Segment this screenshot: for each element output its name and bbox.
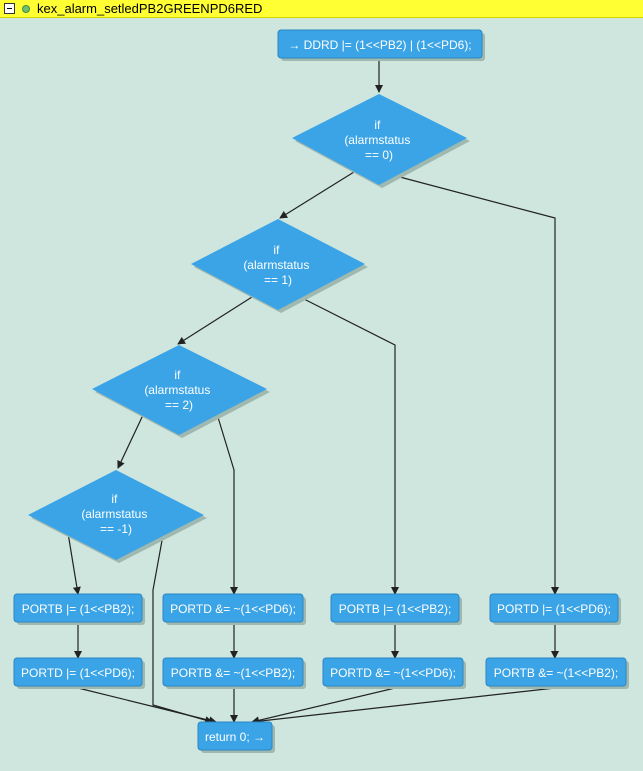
edge-d2-ret <box>251 687 556 726</box>
action-node-c2-label: PORTD &= ~(1<<PD6); <box>330 666 456 680</box>
start-node-label: → DDRD |= (1<<PB2) | (1<<PD6); <box>288 38 471 52</box>
edges <box>67 60 559 726</box>
action-node-b2-label: PORTB &= ~(1<<PB2); <box>171 666 296 680</box>
action-node-d1[interactable]: PORTD |= (1<<PD6); <box>489 593 621 625</box>
decision-node-0[interactable]: if (alarmstatus == 0) <box>292 94 470 188</box>
action-node-b1[interactable]: PORTD &= ~(1<<PD6); <box>162 593 306 625</box>
action-node-d2-label: PORTB &= ~(1<<PB2); <box>494 666 619 680</box>
action-node-c2[interactable]: PORTD &= ~(1<<PD6); <box>322 657 466 689</box>
diagram-title: kex_alarm_setledPB2GREENPD6RED <box>37 0 263 16</box>
action-node-c1-label: PORTB |= (1<<PB2); <box>339 602 452 616</box>
action-node-a2[interactable]: PORTD |= (1<<PD6); <box>13 657 145 689</box>
action-node-a1-label: PORTB |= (1<<PB2); <box>22 602 135 616</box>
edge-cond1-cond2 <box>177 296 253 345</box>
edge-condm1-ret <box>152 534 213 724</box>
decision-node-2[interactable]: if (alarmstatus == 2) <box>92 345 270 438</box>
status-dot-icon <box>22 4 30 13</box>
edge-a2-ret <box>77 687 217 725</box>
title-bar: kex_alarm_setledPB2GREENPD6RED <box>0 0 643 18</box>
decision-node-2-label: if (alarmstatus == 2) <box>144 368 213 412</box>
start-node[interactable]: → DDRD |= (1<<PB2) | (1<<PD6); <box>277 29 485 61</box>
decision-node-minus1[interactable]: if (alarmstatus == -1) <box>28 470 207 563</box>
return-node[interactable]: return 0; → <box>197 721 275 753</box>
decision-node-1-label: if (alarmstatus == 1) <box>243 243 312 287</box>
edge-c2-ret <box>251 687 396 725</box>
decision-node-1[interactable]: if (alarmstatus == 1) <box>191 219 368 313</box>
action-node-c1[interactable]: PORTB |= (1<<PB2); <box>330 593 462 625</box>
action-node-a1[interactable]: PORTB |= (1<<PB2); <box>13 593 145 625</box>
action-node-a2-label: PORTD |= (1<<PD6); <box>21 666 135 680</box>
action-node-d1-label: PORTD |= (1<<PD6); <box>497 602 611 616</box>
decision-node-0-label: if (alarmstatus == 0) <box>344 118 413 162</box>
action-node-d2[interactable]: PORTB &= ~(1<<PB2); <box>485 657 629 689</box>
action-node-b1-label: PORTD &= ~(1<<PD6); <box>170 602 296 616</box>
flowchart-canvas: → DDRD |= (1<<PB2) | (1<<PD6); if (alarm… <box>13 29 629 753</box>
collapse-icon[interactable] <box>4 3 15 14</box>
action-node-b2[interactable]: PORTB &= ~(1<<PB2); <box>162 657 306 689</box>
edge-cond2-b1 <box>216 413 238 595</box>
edge-cond0-cond1 <box>279 171 355 219</box>
edge-cond1-c1 <box>299 296 399 595</box>
edge-cond0-d1 <box>395 175 559 595</box>
decision-node-minus1-label: if (alarmstatus == -1) <box>81 492 150 536</box>
edge-condm1-a1 <box>67 532 81 595</box>
return-node-label: return 0; → <box>205 730 265 744</box>
edge-cond2-condm1 <box>117 414 144 469</box>
